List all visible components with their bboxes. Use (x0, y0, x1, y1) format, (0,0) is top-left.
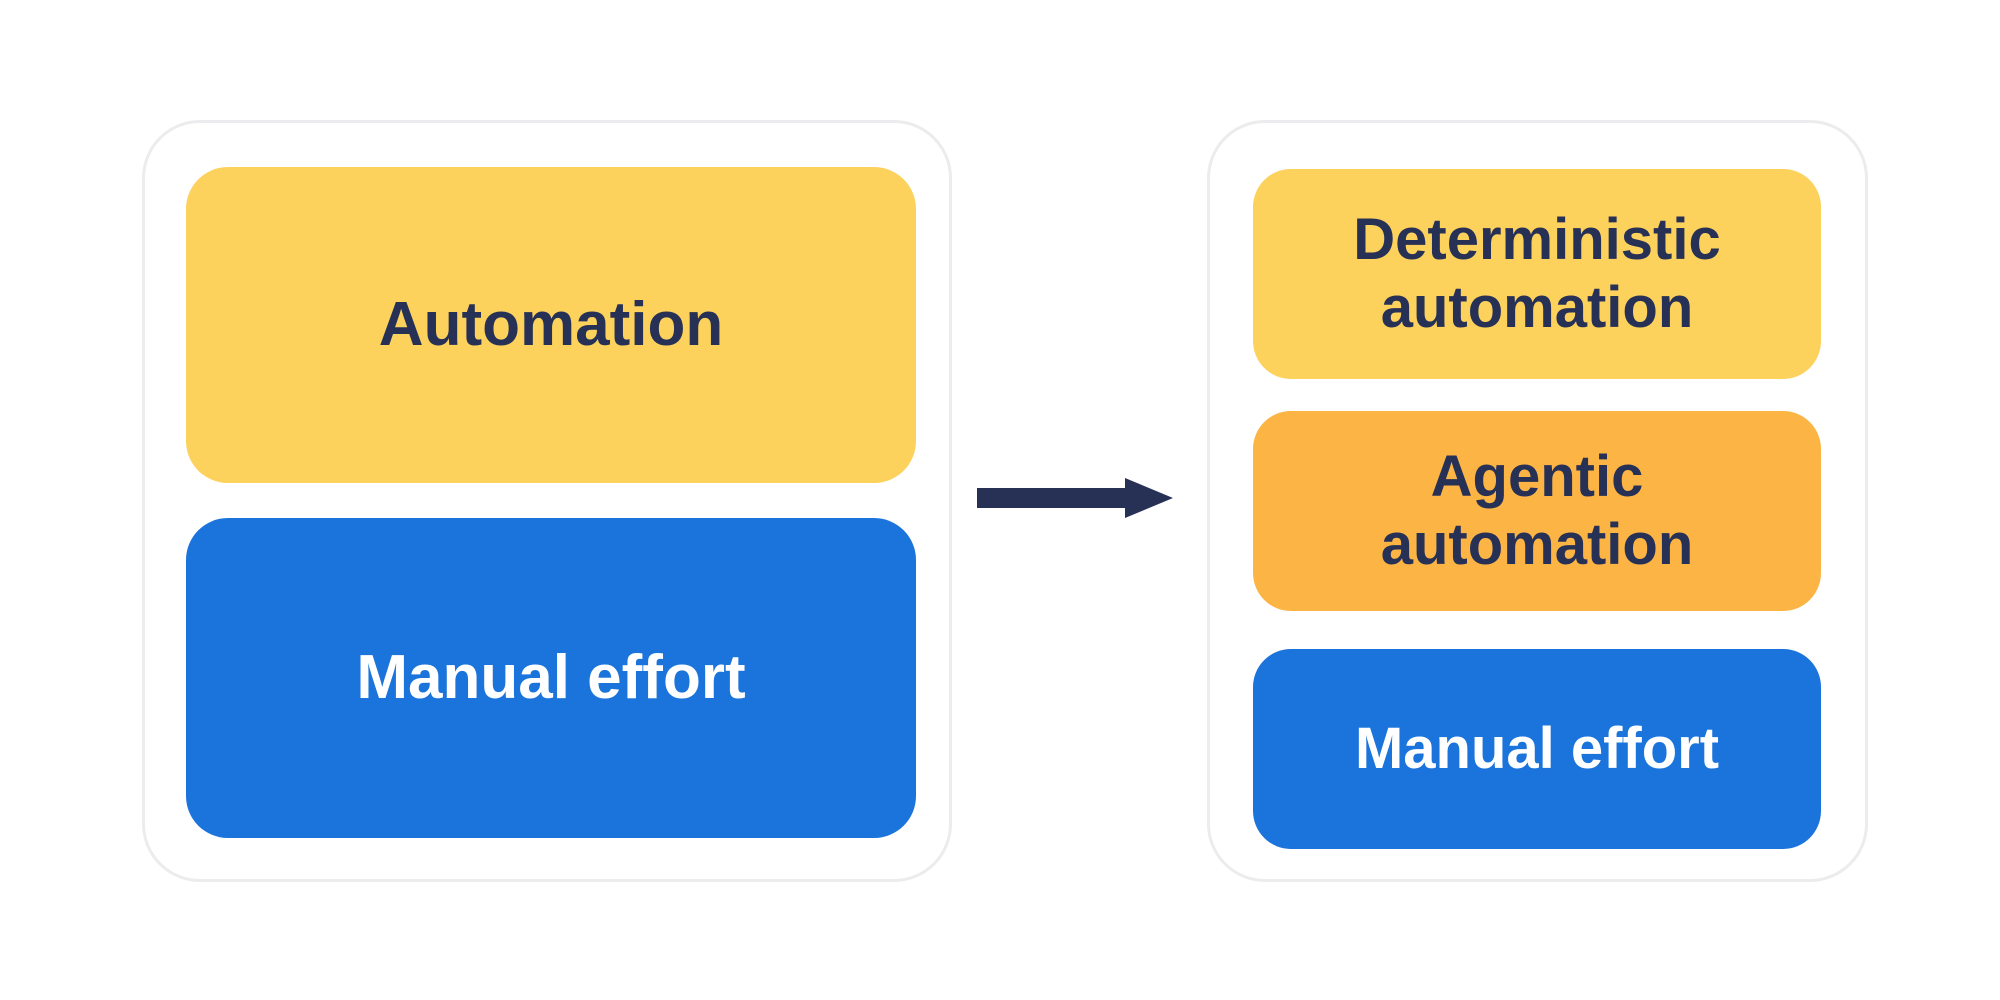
manual-effort-box-before: Manual effort (186, 518, 916, 838)
manual-effort-box-after: Manual effort (1253, 649, 1821, 849)
deterministic-automation-label: Deterministic automation (1353, 206, 1721, 340)
after-panel: Deterministic automation Agentic automat… (1207, 120, 1868, 882)
manual-effort-label-before: Manual effort (356, 643, 746, 713)
deterministic-automation-box: Deterministic automation (1253, 169, 1821, 379)
agentic-automation-box: Agentic automation (1253, 411, 1821, 611)
manual-effort-label-after: Manual effort (1354, 715, 1720, 781)
before-panel: Automation Manual effort (142, 120, 952, 882)
agentic-automation-label: Agentic automation (1380, 443, 1694, 577)
automation-box: Automation (186, 167, 916, 483)
right-arrow-icon (977, 478, 1173, 518)
automation-label: Automation (378, 290, 724, 360)
